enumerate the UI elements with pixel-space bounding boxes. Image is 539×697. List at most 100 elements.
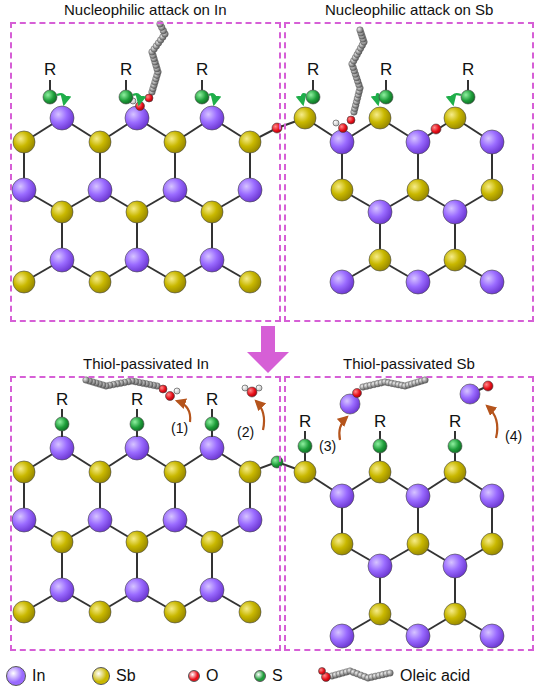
atom-s [43, 90, 57, 104]
atom-sb [294, 107, 316, 129]
atom-o [166, 392, 175, 401]
atom-s [298, 439, 312, 453]
atom-sb [13, 461, 35, 483]
legend-swatch [92, 667, 110, 685]
atom-o [483, 381, 493, 391]
group-label: R [56, 390, 68, 410]
atom-in [406, 270, 430, 294]
atom-sb [369, 603, 391, 625]
atom-s [306, 90, 320, 104]
atom-sb [164, 131, 186, 153]
legend-swatch [254, 670, 266, 682]
atom-o [159, 385, 167, 393]
atom-sb [126, 531, 148, 553]
group-label: R [307, 60, 319, 80]
atom-sb [13, 131, 35, 153]
atom-in [125, 248, 149, 272]
legend-swatch [6, 666, 26, 686]
attack-arrow [209, 94, 215, 104]
atom-in [88, 508, 112, 532]
atom-s [373, 439, 387, 453]
bond-line [385, 80, 387, 90]
atom-s [119, 90, 133, 104]
atom-sb [201, 531, 223, 553]
atom-in [330, 130, 354, 154]
atom-sb [369, 461, 391, 483]
atom-in [50, 436, 74, 460]
atom-sb [89, 271, 111, 293]
atom-s [448, 439, 462, 453]
atom-in [200, 106, 224, 130]
bond-line [379, 453, 381, 461]
atom-in [406, 624, 430, 648]
atom-s [130, 417, 144, 431]
atom-sb [331, 533, 353, 555]
atom-s [271, 456, 283, 468]
atom-sb [407, 533, 429, 555]
atom-in [406, 484, 430, 508]
bond-line [49, 80, 51, 90]
carbon-bead [357, 27, 364, 34]
legend-label: In [32, 666, 45, 686]
bond-line [467, 80, 469, 90]
atom-s [205, 417, 219, 431]
attack-arrow [377, 94, 379, 104]
atom-o [431, 124, 441, 134]
callout-number: (3) [319, 438, 336, 454]
atom-sb [481, 533, 503, 555]
group-label: R [449, 412, 461, 432]
atom-h [333, 120, 339, 126]
group-label: R [206, 390, 218, 410]
atom-h [174, 388, 180, 394]
atom-in [200, 248, 224, 272]
group-label: R [131, 390, 143, 410]
group-label: R [462, 60, 474, 80]
atom-in [200, 578, 224, 602]
region-heading: Thiol-passivated In [83, 355, 209, 373]
atom-in [330, 484, 354, 508]
bond-line [304, 453, 306, 461]
atom-in [480, 130, 504, 154]
region-heading: Thiol-passivated Sb [343, 355, 475, 373]
bond-line [312, 80, 314, 90]
removal-arrow [487, 406, 497, 438]
atom-in [330, 270, 354, 294]
atom-sb [369, 107, 391, 129]
atom-in [12, 508, 36, 532]
atom-o [347, 116, 355, 124]
bond-line [61, 431, 63, 437]
bond-line [136, 431, 138, 437]
atom-in [163, 178, 187, 202]
atom-in [238, 508, 262, 532]
region-heading: Nucleophilic attack on Sb [325, 1, 493, 19]
atom-in [12, 178, 36, 202]
removal-arrow [177, 401, 190, 422]
atom-o [247, 387, 257, 397]
atom-in [406, 130, 430, 154]
callout-number: (2) [237, 424, 254, 440]
carbon-bead [387, 670, 394, 677]
bond-line [211, 409, 213, 417]
atom-sb [51, 531, 73, 553]
atom-sb [481, 179, 503, 201]
atom-in [368, 200, 392, 224]
bond-line [454, 431, 456, 439]
attack-arrow [302, 94, 306, 104]
bond-line [136, 409, 138, 417]
removal-arrow [339, 417, 347, 440]
atom-sb [89, 461, 111, 483]
atom-sb [444, 249, 466, 271]
atom-sb [89, 131, 111, 153]
group-label: R [44, 60, 56, 80]
atom-s [379, 90, 393, 104]
atom-sb [407, 179, 429, 201]
atom-sb [13, 601, 35, 623]
callout-number: (1) [171, 420, 188, 436]
atom-in [330, 624, 354, 648]
atom-sb [126, 201, 148, 223]
process-arrow [247, 326, 289, 373]
atom-in [163, 508, 187, 532]
attack-arrow [57, 94, 65, 104]
bond-line [201, 80, 203, 90]
